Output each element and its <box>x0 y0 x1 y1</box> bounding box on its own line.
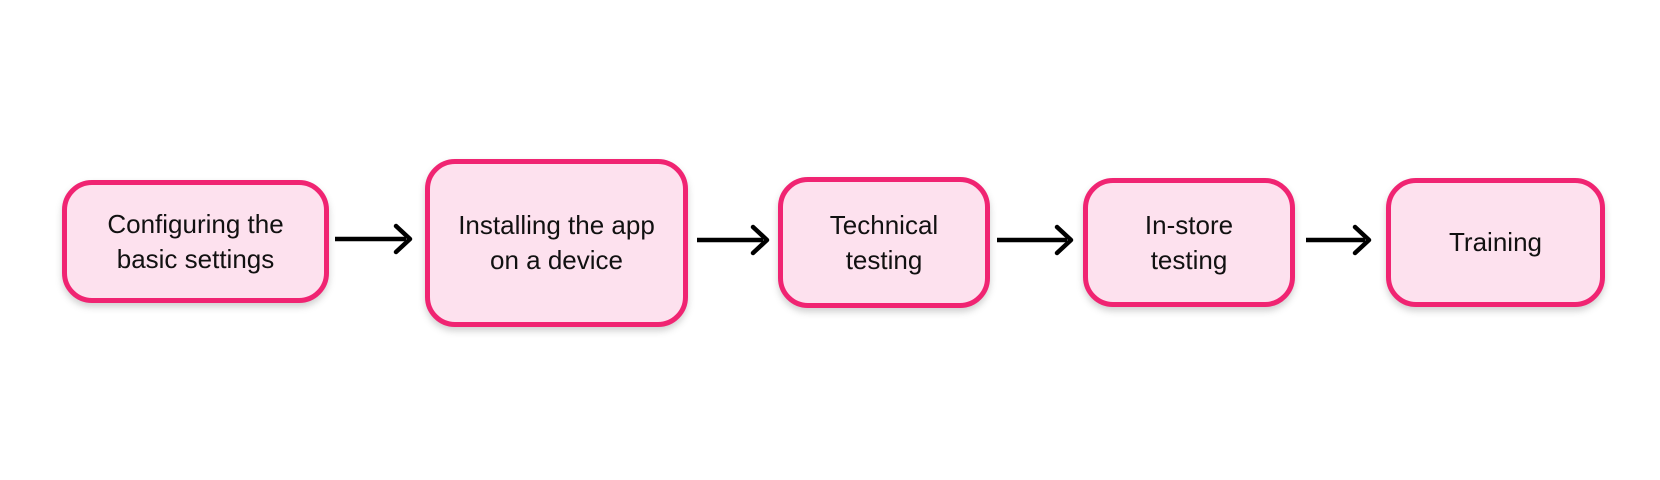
flow-node-label-line: testing <box>1150 244 1228 275</box>
flow-arrow-technical-testing-to-in-store-testing <box>997 224 1074 256</box>
flow-node-label-line: basic settings <box>116 243 275 274</box>
flow-node-label-line: on a device <box>490 245 623 275</box>
flow-node-label-line: Configuring the <box>107 208 284 239</box>
flow-node-label-line: Installing the app <box>458 210 655 240</box>
flow-node-install-app: Installing the app on a device <box>425 159 688 327</box>
flow-node-configure-settings: Configuring the basic settings <box>62 180 329 303</box>
flow-node-label-line: In-store <box>1144 209 1234 240</box>
flow-node-in-store-testing: In-store testing <box>1083 178 1295 307</box>
flow-node-technical-testing: Technical testing <box>778 177 990 308</box>
flow-arrow-in-store-testing-to-training <box>1306 224 1372 256</box>
flow-arrow-configure-settings-to-install-app <box>335 223 413 255</box>
flow-node-label-line: Technical <box>829 209 939 240</box>
flow-node-label-line: testing <box>845 244 923 275</box>
flow-node-training: Training <box>1386 178 1605 307</box>
flow-node-label-line: Training <box>1449 227 1542 257</box>
flow-arrow-install-app-to-technical-testing <box>697 224 770 256</box>
